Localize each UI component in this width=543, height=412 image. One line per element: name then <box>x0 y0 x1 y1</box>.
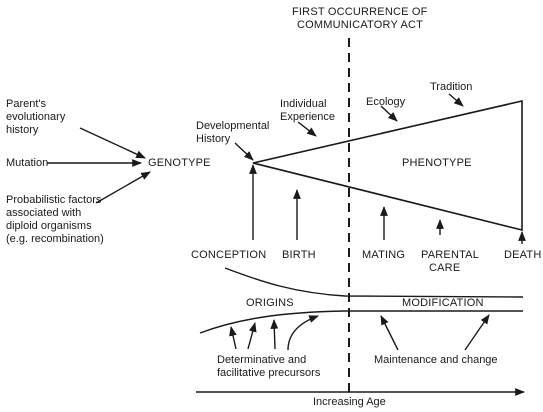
developmental-history-label-line1: Developmental <box>196 120 270 132</box>
precursor-arrow-1 <box>229 326 237 350</box>
mutation-label: Mutation <box>6 157 49 169</box>
increasing-age-label: Increasing Age <box>313 396 386 408</box>
precursors-label-line1: Determinative and <box>217 354 307 366</box>
individual-experience-arrow <box>297 121 317 137</box>
precursor-arrow-3 <box>270 319 279 350</box>
individual-experience-label-line2: Experience <box>280 111 336 123</box>
probabilistic-label-line2: associated with <box>6 207 82 219</box>
communicatory-act-caption-line1: FIRST OCCURRENCE OF <box>292 6 428 18</box>
conception-label: CONCEPTION <box>191 249 267 261</box>
phenotype-wedge <box>252 99 523 232</box>
parents-history-label-line1: Parent's <box>6 98 47 110</box>
parents-history-label-line3: history <box>6 124 39 136</box>
parental-care-label-line1: PARENTAL <box>421 249 480 261</box>
mating-label: MATING <box>362 249 406 261</box>
phenotype-label: PHENOTYPE <box>402 157 472 169</box>
parental-care-label-line2: CARE <box>429 262 461 274</box>
death-label: DEATH <box>504 249 542 261</box>
precursor-arrow-2 <box>247 322 257 350</box>
developmental-history-label-line2: History <box>196 133 231 145</box>
communicatory-act-caption-line2: COMMUNICATORY ACT <box>297 19 424 31</box>
tradition-arrow <box>448 93 464 107</box>
maintenance-arrow-1 <box>380 315 399 351</box>
origins-lower-curve <box>199 310 523 334</box>
parents-history-arrow <box>79 127 146 159</box>
origins-upper-curve <box>224 267 524 298</box>
tradition-label: Tradition <box>430 81 473 93</box>
genotype-label: GENOTYPE <box>148 157 211 169</box>
probabilistic-label-line1: Probabilistic factors <box>6 194 102 206</box>
modification-label: MODIFICATION <box>402 297 484 309</box>
ecology-arrow <box>380 105 398 122</box>
maintenance-label: Maintenance and change <box>374 354 498 366</box>
probabilistic-label-line4: (e.g. recombination) <box>6 233 104 245</box>
precursors-label-line2: facilitative precursors <box>217 367 321 379</box>
individual-experience-label-line1: Individual <box>280 98 327 110</box>
birth-label: BIRTH <box>282 249 316 261</box>
probabilistic-label-line3: diploid organisms <box>6 220 92 232</box>
developmental-arrow <box>234 142 254 161</box>
probabilistic-arrow <box>95 171 151 204</box>
ecology-label: Ecology <box>366 96 406 108</box>
maintenance-arrow-2 <box>464 314 490 351</box>
precursor-arrow-4 <box>287 315 319 351</box>
parents-history-label-line2: evolutionary <box>6 111 66 123</box>
origins-label: ORIGINS <box>246 297 294 309</box>
